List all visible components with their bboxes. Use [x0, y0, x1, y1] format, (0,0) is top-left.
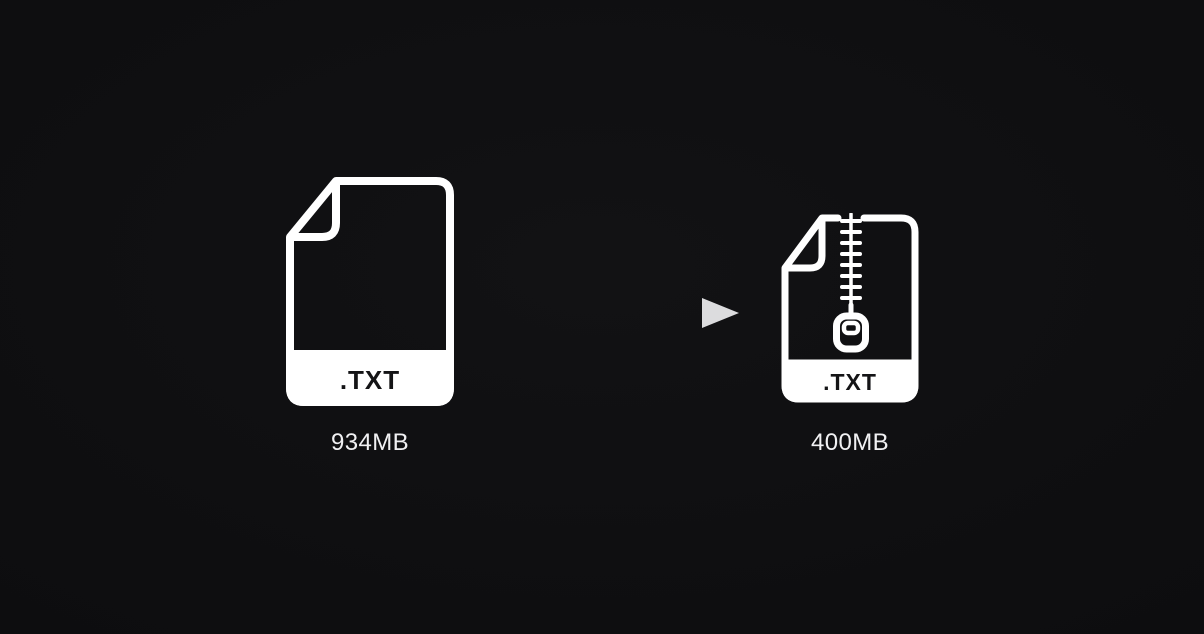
zipped-text-file-icon: .TXT	[781, 213, 919, 403]
file-extension-label: .TXT	[823, 369, 877, 395]
folded-corner	[288, 179, 340, 241]
folded-corner	[783, 216, 826, 272]
compressed-size-label: 400MB	[810, 429, 890, 456]
arrow-head	[702, 298, 739, 328]
zipper-icon	[833, 213, 869, 353]
source-size-label: 934MB	[330, 429, 410, 456]
zipper-pull	[833, 312, 869, 353]
arrow-right-icon	[497, 298, 739, 328]
file-extension-band	[781, 359, 919, 403]
text-file-icon: .TXT	[286, 177, 454, 406]
zipper-pull-hole	[841, 320, 861, 336]
file-extension-band	[286, 350, 454, 406]
file-extension-label: .TXT	[340, 365, 400, 395]
